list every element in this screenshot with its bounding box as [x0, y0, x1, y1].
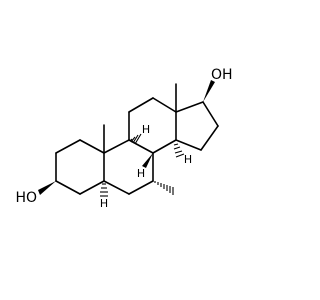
- bond: [55, 139, 81, 154]
- bond: [103, 139, 130, 154]
- c5-h-hashed-bond: [100, 183, 108, 197]
- h-label-c9: H: [142, 123, 150, 136]
- bond: [128, 139, 154, 154]
- bond: [79, 139, 105, 154]
- ring-a: [55, 139, 105, 195]
- oh-label-c17: OH: [211, 67, 233, 83]
- bond: [175, 139, 202, 151]
- c8-h-wedge-bond: [142, 153, 153, 168]
- c17-oh-wedge-bond: [203, 80, 215, 102]
- bond: [152, 97, 177, 113]
- c9-h-hashed-bond: [129, 133, 142, 145]
- bond: [79, 180, 105, 195]
- h-label-c5: H: [100, 197, 108, 210]
- bond: [103, 180, 130, 195]
- c3-oh-wedge-bond: [38, 181, 56, 195]
- c7-methyl-hashed-bond: [154, 181, 174, 195]
- ho-label-c3: HO: [15, 190, 37, 206]
- steroid-structure-diagram: OH HO H H H H: [15, 67, 233, 210]
- bond: [55, 180, 81, 195]
- bond: [128, 97, 154, 113]
- bond: [202, 101, 219, 127]
- bond: [128, 180, 154, 195]
- h-label-c14: H: [184, 153, 192, 166]
- bond: [175, 101, 204, 113]
- molecule-canvas: OH HO H H H H: [15, 67, 233, 210]
- c14-h-hashed-bond: [173, 143, 185, 158]
- ring-c: [128, 97, 177, 154]
- bond: [200, 125, 219, 151]
- h-label-c8: H: [137, 167, 145, 180]
- bond: [152, 139, 177, 154]
- ring-d: [175, 101, 219, 151]
